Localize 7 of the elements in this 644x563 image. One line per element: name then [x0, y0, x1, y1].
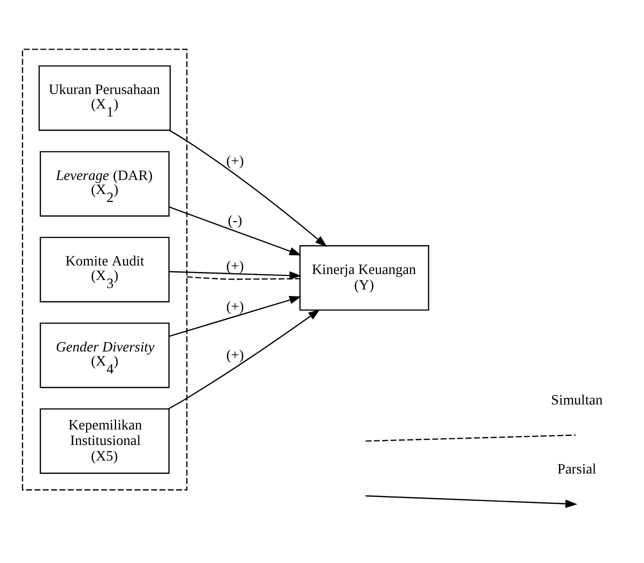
edge-label: (+)	[226, 154, 244, 170]
edge-label: (-)	[228, 213, 242, 230]
edge-label: (+)	[226, 298, 244, 315]
edge-label: (+)	[226, 258, 244, 274]
edge-label: (+)	[226, 348, 244, 364]
legend-label: Simultan	[551, 392, 603, 408]
legend-label: Parsial	[557, 461, 596, 478]
